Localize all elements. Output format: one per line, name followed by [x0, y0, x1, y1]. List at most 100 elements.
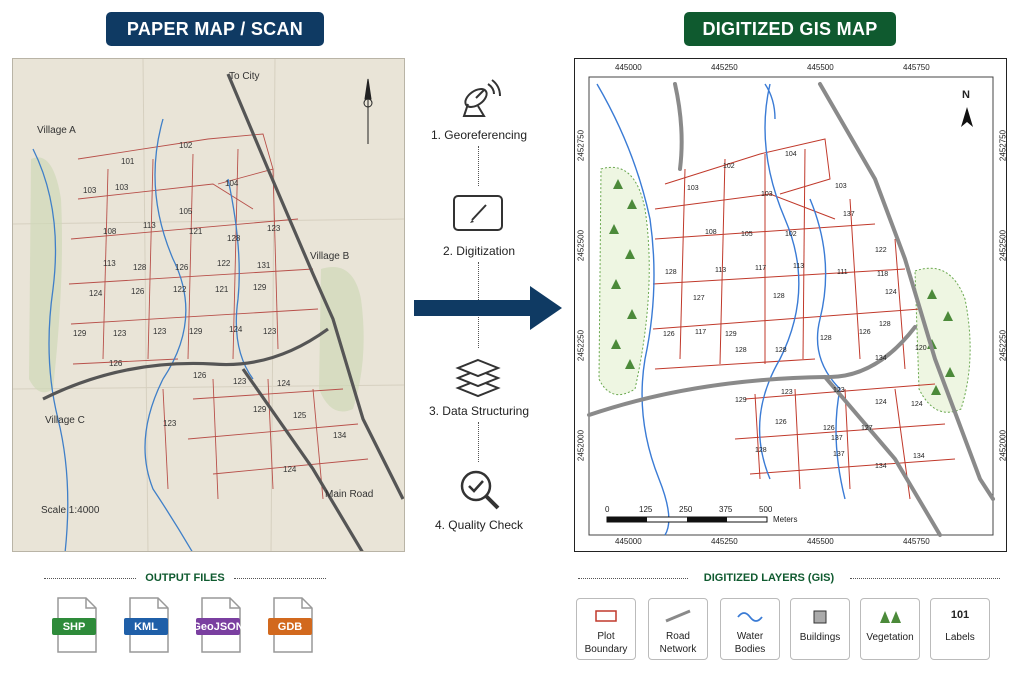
layer-label: Network	[659, 644, 697, 655]
layer-label: Labels	[945, 632, 975, 643]
layer-label: Plot	[597, 631, 615, 642]
gis-plot-label: 126	[775, 419, 787, 426]
gis-plot-label: 118	[877, 271, 889, 278]
paper-plot-boundaries	[68, 133, 369, 500]
gis-scale-tick-label: 125	[639, 505, 653, 514]
label-scale: Scale 1:4000	[41, 505, 100, 516]
gis-plot-label: 137	[843, 211, 855, 218]
transform-arrow-icon	[414, 286, 562, 330]
paper-plot-label: 128	[133, 263, 147, 272]
gis-x-tick-label: 445000	[615, 63, 642, 72]
labels-icon: 101	[950, 609, 970, 621]
paper-plot-label: 121	[215, 285, 229, 294]
gis-plot-label: 113	[793, 263, 805, 270]
tablet-pen-icon	[453, 195, 503, 231]
file-icon-kml[interactable]: KML	[124, 596, 170, 654]
gis-y-tick-label: 2452750	[998, 129, 1007, 162]
paper-road	[42, 73, 404, 551]
paper-plot-label: 124	[283, 465, 297, 474]
layers-heading: DIGITIZED LAYERS (GIS)	[703, 572, 835, 584]
gis-plot-label: 128	[735, 347, 747, 354]
file-badge: GDB	[268, 618, 312, 635]
output-files-heading: OUTPUT FILES	[145, 572, 225, 584]
divider	[850, 578, 1000, 579]
gis-plot-label: 128	[773, 293, 785, 300]
divider	[578, 578, 688, 579]
paper-map-drawing	[13, 59, 404, 551]
gis-plot-label: 124	[885, 289, 897, 296]
layer-card[interactable]: Buildings	[790, 598, 850, 660]
paper-plot-label: 113	[103, 259, 116, 268]
layer-label: Road	[666, 631, 690, 642]
gis-plot-boundaries	[652, 138, 956, 500]
layer-label: Vegetation	[866, 632, 914, 643]
gis-plot-label: 117	[695, 329, 707, 336]
paper-plot-label: 124	[277, 379, 291, 388]
gis-y-tick-label: 2452000	[998, 429, 1007, 462]
layer-label: Buildings	[799, 632, 841, 643]
gis-plot-label: 126	[823, 425, 835, 432]
gis-x-tick-label: 445500	[807, 537, 834, 546]
paper-plot-label: 124	[89, 289, 103, 298]
gis-x-tick-label: 445250	[711, 537, 738, 546]
gis-plot-label: 117	[755, 265, 767, 272]
gis-plot-label: 103	[761, 191, 773, 198]
file-icon-gdb[interactable]: GDB	[268, 596, 314, 654]
gis-scale-unit: Meters	[773, 515, 798, 524]
gis-north-label: N	[962, 89, 970, 101]
label-main-road: Main Road	[325, 489, 374, 500]
gis-plot-label: 105	[741, 231, 753, 238]
gis-plot-label: 134	[875, 463, 887, 470]
satellite-dish-icon	[462, 79, 501, 117]
paper-plot-label: 129	[253, 283, 267, 292]
gis-plot-label: 127	[861, 425, 873, 432]
paper-plot-label: 108	[103, 227, 117, 236]
gis-plot-label: 122	[875, 247, 887, 254]
paper-vegetation-right	[319, 267, 364, 412]
gis-plot-label: 128	[755, 447, 767, 454]
gis-vegetation-left	[598, 167, 650, 396]
buildings-icon	[812, 609, 828, 630]
magnifier-check-icon	[460, 470, 500, 510]
gis-plot-label: 134	[875, 355, 887, 362]
gis-y-tick-label: 2452500	[576, 229, 586, 262]
paper-north-arrow-icon	[363, 78, 373, 144]
gis-map-drawing	[587, 76, 995, 537]
gis-y-tick-label: 2452500	[998, 229, 1007, 262]
paper-plot-label: 126	[193, 371, 207, 380]
gis-plot-label: 123	[833, 387, 845, 394]
paper-plot-label: 122	[173, 285, 187, 294]
gis-x-tick-label: 445750	[903, 63, 930, 72]
flow-connector	[478, 146, 479, 186]
gis-x-tick-label: 445500	[807, 63, 834, 72]
gis-plot-label: 128	[820, 335, 832, 342]
file-badge: SHP	[52, 618, 96, 635]
gis-x-tick-label: 445750	[903, 537, 930, 546]
layer-card[interactable]: Vegetation	[860, 598, 920, 660]
paper-plot-label: 104	[225, 179, 239, 188]
plot-boundary-icon	[594, 609, 618, 628]
layer-label: Bodies	[734, 644, 766, 655]
gis-plot-label: 137	[831, 435, 843, 442]
paper-vegetation-left	[29, 157, 62, 393]
paper-plot-label: 129	[189, 327, 203, 336]
paper-plot-label: 124	[229, 325, 243, 334]
gis-scale-tick-label: 250	[679, 505, 693, 514]
gis-x-tick-label: 445000	[615, 537, 642, 546]
gis-plot-label: 120	[915, 345, 927, 352]
gis-vegetation-right	[914, 267, 971, 413]
file-icon-geojson[interactable]: GeoJSON	[192, 596, 244, 654]
paper-plot-label: 126	[131, 287, 145, 296]
paper-plot-label: 129	[73, 329, 87, 338]
gis-plot-label: 129	[735, 397, 747, 404]
gis-plot-label: 126	[663, 331, 675, 338]
gis-map-title: DIGITIZED GIS MAP	[684, 12, 896, 46]
file-icon-shp[interactable]: SHP	[52, 596, 98, 654]
flow-connector	[478, 422, 479, 462]
water-bodies-icon	[736, 609, 764, 628]
